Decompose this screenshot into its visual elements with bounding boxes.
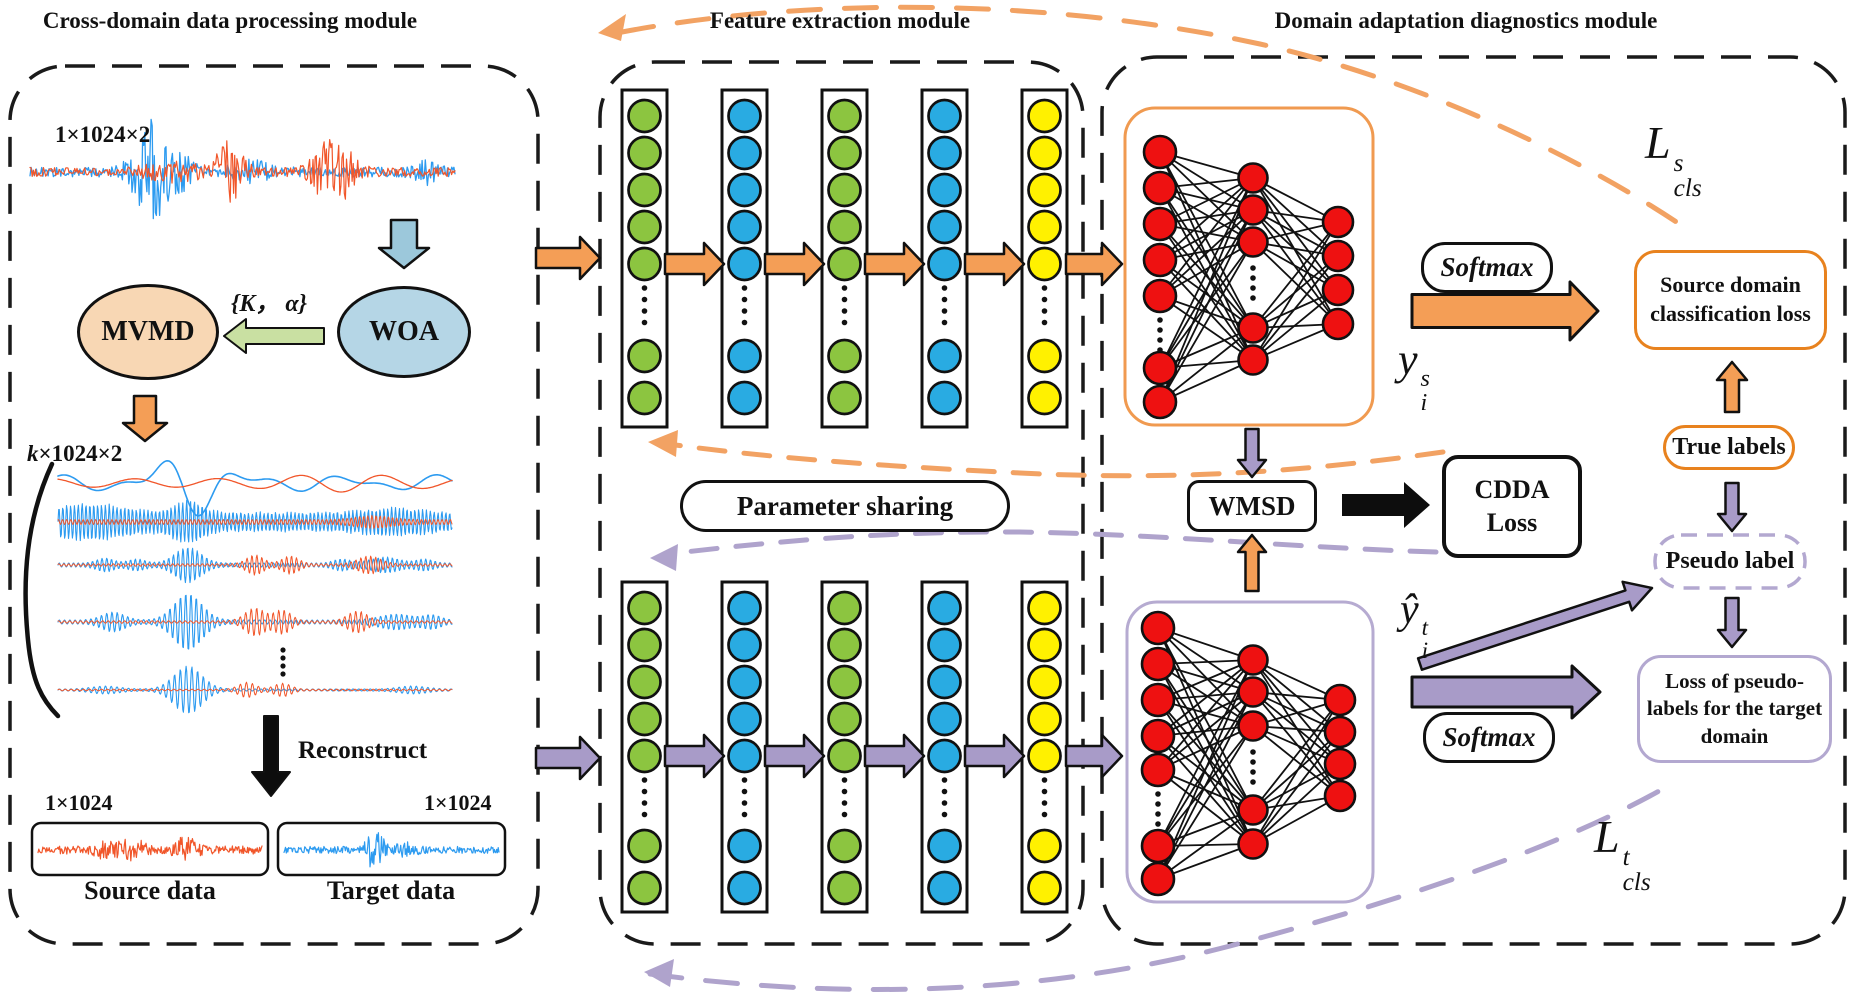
target-data-label: Target data (326, 876, 456, 905)
reconstruct-label: Reconstruct (298, 737, 428, 764)
woa-ellipse: WOA (337, 286, 471, 378)
parameter-sharing-label: Parameter sharing (736, 490, 954, 521)
source-dim-label: 1×1024 (45, 790, 113, 815)
source-data-label: Source data (84, 876, 216, 905)
true-labels-label: True labels (1672, 434, 1786, 460)
module-dashed-boxes (8, 55, 1847, 946)
feature-columns-bottom (620, 580, 1069, 914)
pseudo-loss-text: Loss of pseudo- labels for the target do… (1646, 669, 1823, 748)
pseudo-label-text: Pseudo label (1665, 548, 1795, 574)
decomposed-dim-rest: ×1024×2 (38, 441, 123, 466)
pseudo-label-pill: Pseudo label (1655, 535, 1805, 588)
feature-columns-top (620, 88, 1069, 429)
wmsd-label: WMSD (1208, 490, 1296, 521)
mvmd-ellipse: MVMD (77, 284, 219, 380)
module-title-left: Cross-domain data processing module (42, 8, 418, 33)
diagnostics-arrows (1236, 280, 1807, 720)
softmax-bottom-label: Softmax (1442, 722, 1536, 752)
softmax-top-label: Softmax (1440, 252, 1534, 282)
softmax-bottom-box: Softmax (1423, 712, 1555, 763)
module-title-right: Domain adaptation diagnostics module (1274, 8, 1658, 33)
decomposed-dim-label: k×1024×2 (27, 441, 122, 467)
source-classifier-network (1123, 106, 1375, 427)
hyperparams-label: {K， α} (231, 291, 307, 317)
wmsd-box: WMSD (1187, 480, 1317, 532)
source-loss-box: Source domain classification loss (1634, 250, 1827, 350)
decomposed-dim-k: k (27, 441, 39, 466)
left-module-arrows (121, 218, 431, 797)
cdda-loss-text: CDDA Loss (1474, 475, 1550, 537)
mvmd-label: MVMD (101, 316, 195, 347)
pseudo-loss-box: Loss of pseudo- labels for the target do… (1637, 655, 1832, 763)
source-target-data-boxes (30, 821, 507, 877)
raw-dim-label: 1×1024×2 (55, 122, 151, 147)
cdda-loss-box: CDDA Loss (1442, 455, 1582, 558)
raw-signal-plot (29, 118, 456, 220)
source-loss-text: Source domain classification loss (1650, 272, 1811, 326)
true-labels-pill: True labels (1663, 425, 1795, 470)
target-classifier-network (1125, 600, 1375, 904)
feedback-dashed-curves (598, 4, 1697, 992)
feature-flow-arrows (534, 235, 1124, 781)
target-dim-label: 1×1024 (424, 790, 492, 815)
softmax-top-box: Softmax (1421, 242, 1553, 293)
woa-label: WOA (369, 316, 439, 347)
module-title-middle: Feature extraction module (709, 8, 971, 33)
parameter-sharing-pill: Parameter sharing (680, 480, 1010, 532)
decomposed-signal-plot (23, 459, 453, 719)
